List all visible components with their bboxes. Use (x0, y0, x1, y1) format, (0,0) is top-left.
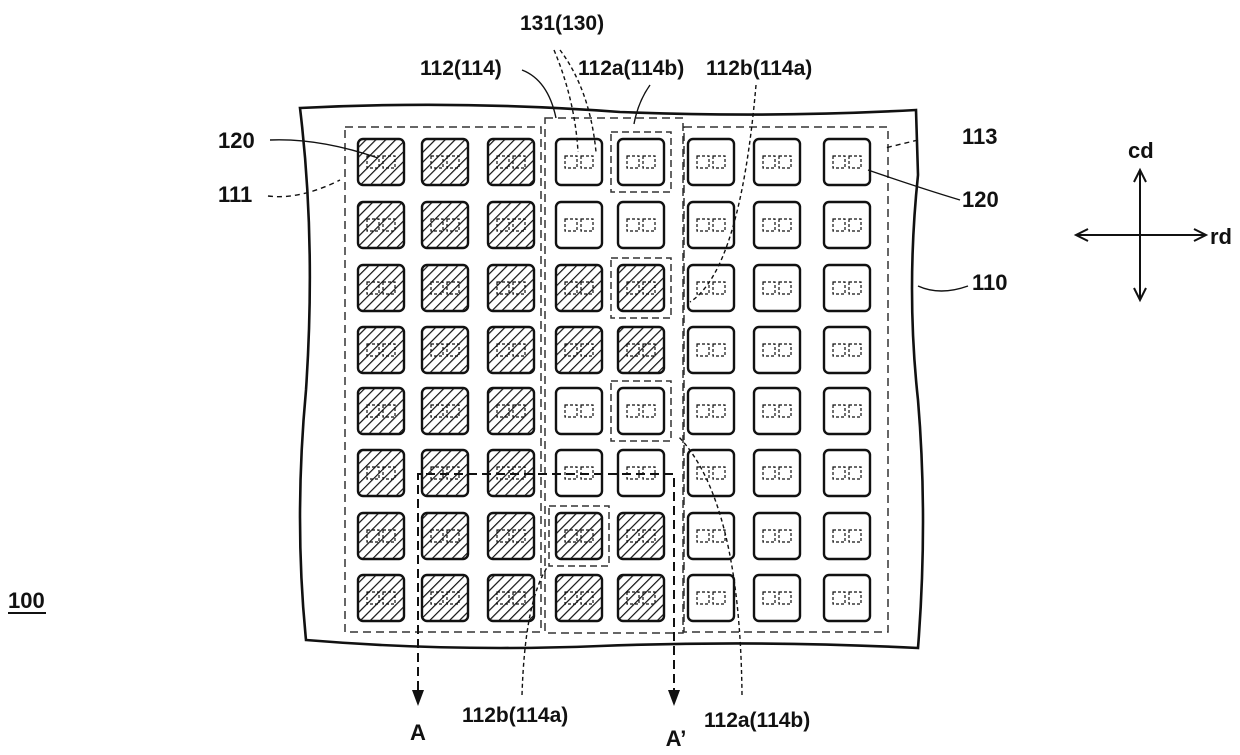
chip-hatched (488, 575, 534, 621)
chip (688, 139, 734, 185)
chip-hatched (358, 388, 404, 434)
section-label-a: A (410, 720, 426, 745)
chip (754, 575, 800, 621)
label-cd: cd (1128, 138, 1154, 163)
chip (754, 450, 800, 496)
section-arrow-right (668, 690, 680, 706)
label-120-right: 120 (962, 187, 999, 212)
chip (754, 388, 800, 434)
chip (824, 450, 870, 496)
chip-hatched (488, 388, 534, 434)
chip-hatched (618, 513, 664, 559)
label-110: 110 (972, 270, 1008, 295)
chip (754, 513, 800, 559)
label-111: 111 (218, 182, 252, 207)
chip-hatched (618, 265, 664, 311)
chip-hatched (488, 265, 534, 311)
chip (824, 575, 870, 621)
chip-hatched (358, 327, 404, 373)
chip-hatched (358, 450, 404, 496)
direction-indicator (1076, 170, 1206, 300)
chip-hatched (358, 265, 404, 311)
label-112b-114a-top: 112b(114a) (706, 57, 812, 80)
label-120-left: 120 (218, 128, 255, 153)
chip-hatched (556, 327, 602, 373)
chip (754, 327, 800, 373)
chip-hatched (422, 575, 468, 621)
chip (824, 265, 870, 311)
label-131-130: 131(130) (520, 12, 604, 35)
chip (618, 388, 664, 434)
chip (754, 139, 800, 185)
chip (824, 513, 870, 559)
chip-hatched (556, 575, 602, 621)
label-112-114: 112(114) (420, 57, 502, 80)
chip (556, 388, 602, 434)
chip (688, 513, 734, 559)
chip (688, 327, 734, 373)
label-112a-114b-bottom: 112a(114b) (704, 709, 810, 732)
label-112b-114a-bottom: 112b(114a) (462, 704, 568, 727)
chip (688, 265, 734, 311)
chip (754, 265, 800, 311)
chip-hatched (556, 265, 602, 311)
chip (688, 575, 734, 621)
chip-hatched (422, 388, 468, 434)
label-panel-100: 100 (8, 588, 45, 613)
chip (824, 202, 870, 248)
chip-hatched (358, 513, 404, 559)
section-arrow-left (412, 690, 424, 706)
chip-hatched (358, 139, 404, 185)
chip-hatched (618, 327, 664, 373)
chip-hatched (422, 513, 468, 559)
chip-hatched (488, 327, 534, 373)
chip (824, 388, 870, 434)
chip (824, 139, 870, 185)
substrate-outline (300, 105, 923, 648)
chip (688, 388, 734, 434)
chip-grid (358, 139, 870, 621)
label-112a-114b-top: 112a(114b) (578, 57, 684, 80)
chip-hatched (358, 202, 404, 248)
label-113: 113 (962, 124, 998, 149)
chip-hatched (358, 575, 404, 621)
chip-hatched (422, 265, 468, 311)
label-rd: rd (1210, 224, 1232, 249)
chip-hatched (488, 202, 534, 248)
section-label-a-prime: A’ (666, 726, 687, 751)
chip-hatched (556, 513, 602, 559)
chip-hatched (618, 575, 664, 621)
chip (824, 327, 870, 373)
chip (618, 139, 664, 185)
chip-hatched (488, 513, 534, 559)
chip (688, 202, 734, 248)
chip (618, 202, 664, 248)
chip (754, 202, 800, 248)
chip (556, 139, 602, 185)
chip-hatched (422, 327, 468, 373)
chip-hatched (422, 139, 468, 185)
chip (556, 202, 602, 248)
chip-hatched (422, 202, 468, 248)
chip-hatched (488, 139, 534, 185)
